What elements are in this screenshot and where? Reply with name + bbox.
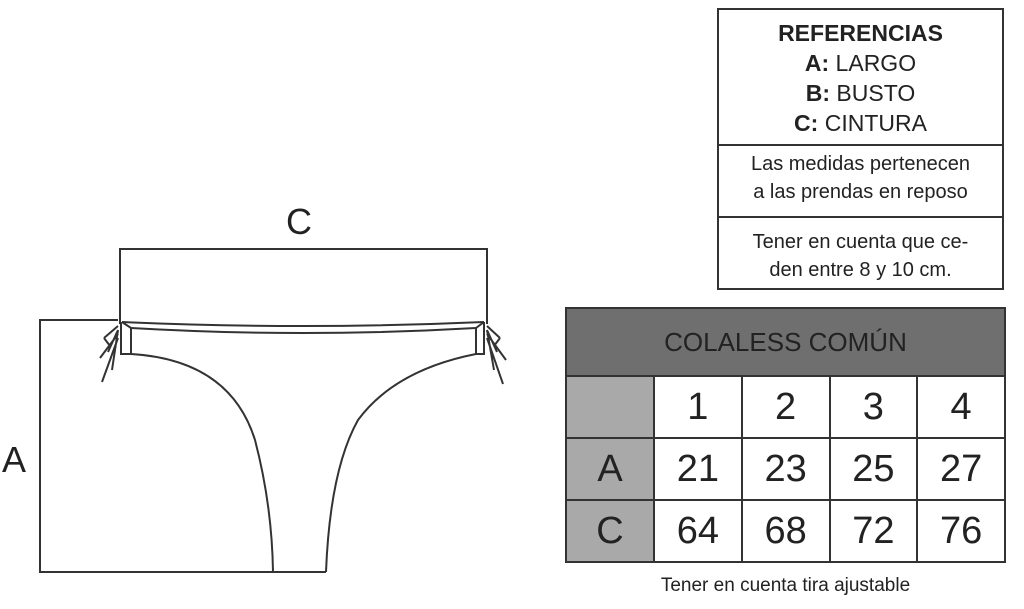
reference-c: C: CINTURA [794,110,927,136]
size-header-1: 1 [653,375,743,439]
size-header-2: 2 [740,375,831,439]
size-table: COLALESS COMÚN 1 2 3 4 A 21 23 25 27 C 6… [565,307,1006,563]
reference-b: B: BUSTO [805,80,916,106]
c-label: C [286,201,312,242]
c-dimension-box [119,248,488,324]
size-header-4: 4 [916,375,1006,439]
row-label-c: C [565,499,655,563]
table-cell: 64 [653,499,743,563]
table-cell: 25 [828,437,919,501]
left-leg-opening [130,353,274,573]
table-corner-cell [565,375,655,439]
table-row: A 21 23 25 27 [565,437,1006,501]
table-cell: 68 [740,499,831,563]
measurement-note: Las medidas pertenecen a las prendas en … [719,146,1002,218]
a-label: A [2,439,27,480]
footer-note: Tener en cuenta tira ajustable [660,575,911,596]
table-cell: 72 [828,499,919,563]
table-cell: 21 [653,437,743,501]
waistband [121,321,485,327]
reference-a: A: LARGO [804,50,917,76]
a-dimension-box [39,319,273,573]
garment-diagram [39,248,507,573]
right-tie-icon [486,325,507,385]
references-box: REFERENCIAS A: LARGO B: BUSTO C: CINTURA… [717,8,1004,290]
size-header-3: 3 [828,375,919,439]
table-title: COLALESS COMÚN [565,307,1006,377]
right-leg-opening [325,353,477,573]
references-title: REFERENCIAS [778,20,943,46]
left-tie-icon [99,325,119,383]
row-label-a: A [565,437,655,501]
stretch-note: Tener en cuenta que ce- den entre 8 y 10… [752,231,969,281]
table-cell: 76 [916,499,1006,563]
table-row: C 64 68 72 76 [565,499,1006,563]
table-cell: 27 [916,437,1006,501]
table-header-row: 1 2 3 4 [565,375,1006,439]
table-cell: 23 [740,437,831,501]
